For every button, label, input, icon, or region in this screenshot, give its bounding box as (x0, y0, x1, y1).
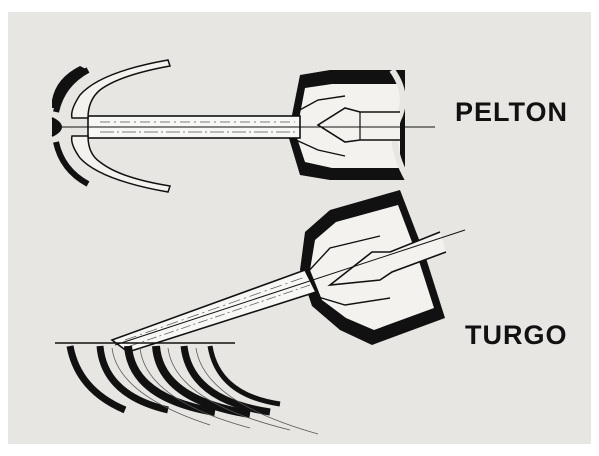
pelton-label: PELTON (455, 97, 568, 128)
diagram-panel (8, 12, 591, 444)
turgo-label: TURGO (465, 320, 568, 351)
